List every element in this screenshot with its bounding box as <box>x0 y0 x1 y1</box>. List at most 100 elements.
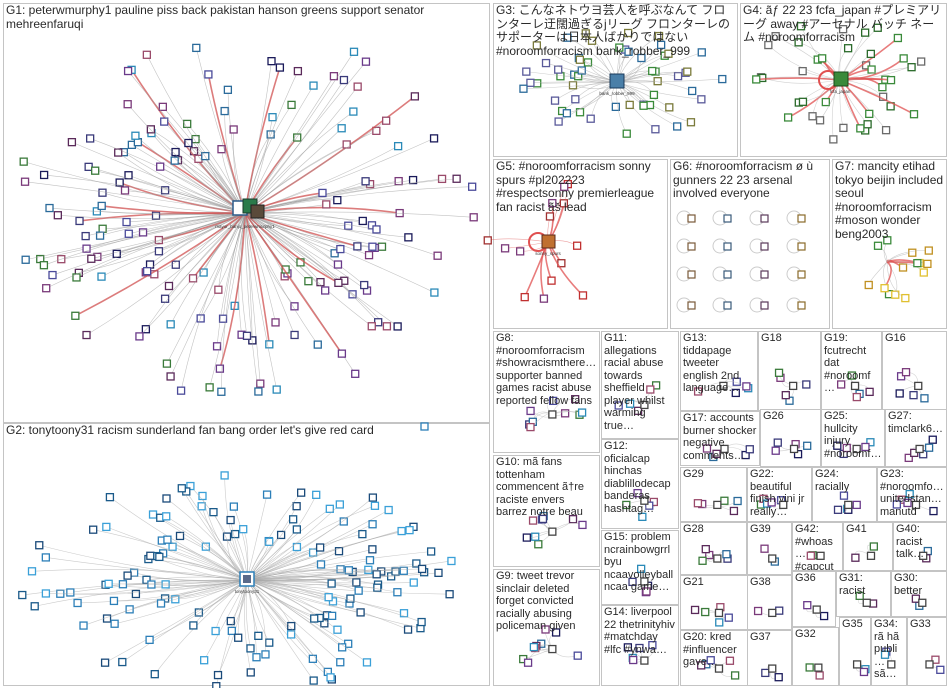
vertex-node[interactable] <box>254 631 263 641</box>
vertex-node[interactable] <box>723 301 732 310</box>
vertex-node[interactable] <box>268 113 277 122</box>
vertex-node[interactable] <box>625 100 634 110</box>
vertex-node[interactable] <box>82 244 91 253</box>
vertex-node[interactable] <box>642 587 651 596</box>
vertex-node[interactable] <box>923 259 932 269</box>
vertex-node[interactable] <box>797 270 806 279</box>
vertex-node[interactable] <box>445 590 454 599</box>
vertex-node[interactable] <box>333 260 343 269</box>
vertex-node[interactable] <box>843 44 853 53</box>
vertex-node[interactable] <box>426 547 436 556</box>
vertex-node[interactable] <box>855 591 864 600</box>
vertex-node[interactable] <box>622 500 631 510</box>
vertex-node[interactable] <box>183 119 192 129</box>
vertex-node[interactable] <box>761 668 770 678</box>
vertex-node[interactable] <box>217 145 226 154</box>
group-g18-hub-node[interactable] <box>789 381 798 391</box>
vertex-node[interactable] <box>360 280 369 290</box>
vertex-node[interactable] <box>420 422 429 431</box>
vertex-node[interactable] <box>433 251 442 260</box>
vertex-node[interactable] <box>123 66 133 76</box>
vertex-node[interactable] <box>538 514 548 524</box>
vertex-node[interactable] <box>234 633 243 642</box>
vertex-node[interactable] <box>839 123 848 133</box>
vertex-node[interactable] <box>417 617 426 627</box>
group-g32-hub-node[interactable] <box>814 663 823 672</box>
vertex-node[interactable] <box>867 65 876 74</box>
group-g37-hub-node[interactable] <box>768 664 777 673</box>
vertex-node[interactable] <box>515 247 525 256</box>
vertex-node[interactable] <box>522 67 531 76</box>
g5-hub-node[interactable]: sonny_spurs <box>528 232 562 256</box>
vertex-node[interactable] <box>924 246 933 255</box>
vertex-node[interactable] <box>899 54 908 63</box>
vertex-node[interactable] <box>377 242 387 251</box>
vertex-node[interactable] <box>651 125 660 134</box>
vertex-node[interactable] <box>797 301 806 310</box>
vertex-node[interactable] <box>370 501 380 510</box>
vertex-node[interactable] <box>412 559 421 568</box>
vertex-node[interactable] <box>808 112 817 121</box>
vertex-node[interactable] <box>288 515 298 524</box>
vertex-node[interactable] <box>723 270 732 279</box>
group-g40-hub-node[interactable] <box>919 551 928 560</box>
vertex-node[interactable] <box>95 231 105 240</box>
group-g31-hub-node[interactable] <box>862 598 871 607</box>
vertex-node[interactable] <box>150 670 159 679</box>
vertex-node[interactable] <box>265 638 274 647</box>
vertex-node[interactable] <box>774 368 784 377</box>
vertex-node[interactable] <box>556 72 565 81</box>
vertex-node[interactable] <box>89 525 98 534</box>
vertex-node[interactable] <box>100 658 110 667</box>
vertex-node[interactable] <box>880 284 889 293</box>
vertex-node[interactable] <box>404 233 413 242</box>
vertex-node[interactable] <box>336 658 345 667</box>
vertex-node[interactable] <box>276 530 286 540</box>
vertex-node[interactable] <box>805 663 814 672</box>
vertex-node[interactable] <box>803 441 812 450</box>
vertex-node[interactable] <box>833 505 843 514</box>
vertex-node[interactable] <box>554 117 563 126</box>
vertex-node[interactable] <box>907 63 916 72</box>
vertex-node[interactable] <box>287 100 296 110</box>
vertex-node[interactable] <box>148 510 158 519</box>
vertex-node[interactable] <box>637 564 646 574</box>
g3-hub-node[interactable]: bank_robber_999 <box>599 73 635 96</box>
vertex-node[interactable] <box>356 608 365 617</box>
vertex-node[interactable] <box>712 449 721 458</box>
group-g34-hub-node[interactable] <box>887 660 896 669</box>
vertex-node[interactable] <box>410 92 420 101</box>
vertex-node[interactable] <box>286 630 296 639</box>
vertex-node[interactable] <box>105 493 115 502</box>
vertex-node[interactable] <box>730 671 740 680</box>
vertex-node[interactable] <box>254 387 263 396</box>
vertex-node[interactable] <box>919 268 928 277</box>
vertex-node[interactable] <box>469 213 478 222</box>
vertex-node[interactable] <box>547 276 556 285</box>
vertex-node[interactable] <box>97 272 106 281</box>
vertex-node[interactable] <box>86 134 95 143</box>
vertex-node[interactable] <box>528 516 538 525</box>
vertex-node[interactable] <box>335 500 344 509</box>
vertex-node[interactable] <box>220 106 229 116</box>
vertex-node[interactable] <box>664 49 673 58</box>
vertex-node[interactable] <box>91 166 100 175</box>
vertex-node[interactable] <box>309 81 318 90</box>
group-g41-hub-node[interactable] <box>866 551 876 560</box>
vertex-node[interactable] <box>802 380 811 389</box>
vertex-node[interactable] <box>852 392 861 402</box>
vertex-node[interactable] <box>860 28 870 37</box>
group-g38-hub-node[interactable] <box>768 608 777 618</box>
vertex-node[interactable] <box>551 628 561 637</box>
vertex-node[interactable] <box>741 450 750 460</box>
group-g19-hub-node[interactable] <box>850 381 860 391</box>
group-g22-hub-node[interactable] <box>779 500 788 510</box>
vertex-node[interactable] <box>861 442 870 452</box>
vertex-node[interactable] <box>313 340 322 349</box>
vertex-node[interactable] <box>522 533 531 542</box>
vertex-node[interactable] <box>223 85 233 94</box>
vertex-node[interactable] <box>156 599 166 608</box>
vertex-node[interactable] <box>429 134 439 143</box>
vertex-node[interactable] <box>686 118 696 127</box>
vertex-node[interactable] <box>723 214 732 223</box>
